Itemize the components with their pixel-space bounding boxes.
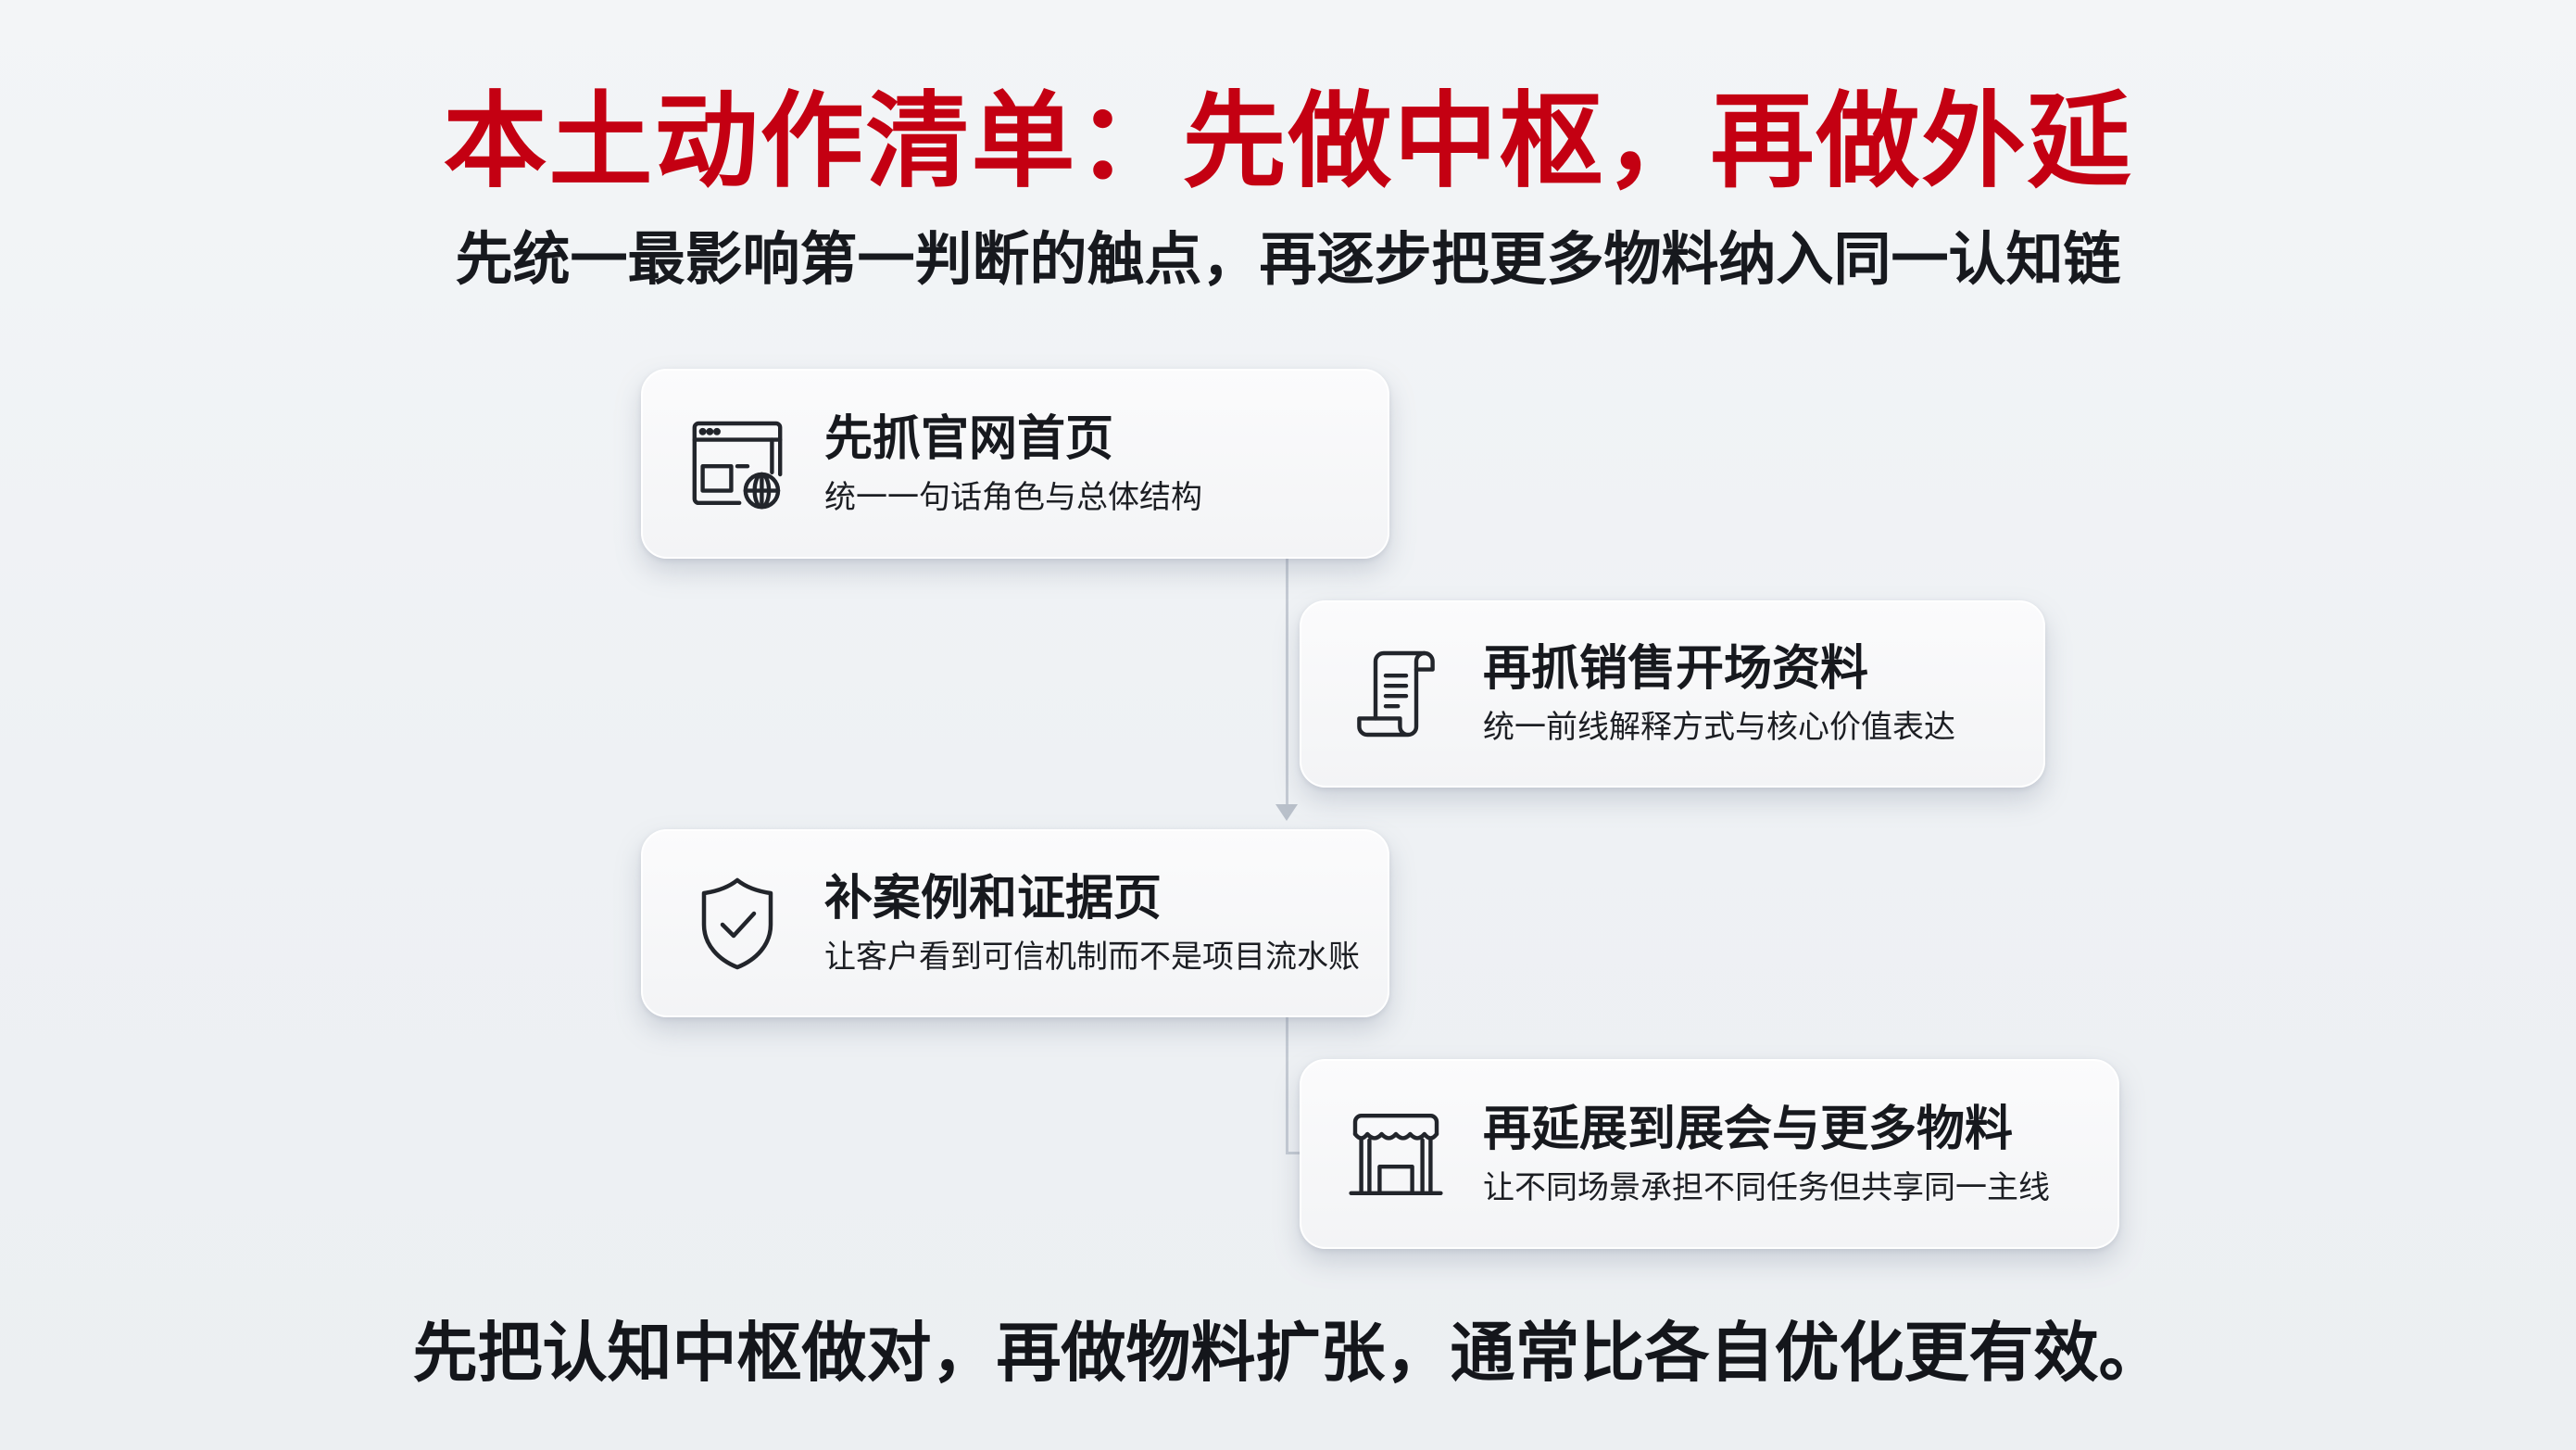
conclusion-text: 先把认知中枢做对，再做物料扩张，通常比各自优化更有效。 xyxy=(412,1315,2164,1391)
step-title: 再抓销售开场资料 xyxy=(1483,641,1869,697)
step-card-sales-opening: 再抓销售开场资料 统一前线解释方式与核心价值表达 xyxy=(1300,600,2045,788)
step-description: 让不同场景承担不同任务但共享同一主线 xyxy=(1483,1168,2050,1206)
step-description: 统一前线解释方式与核心价值表达 xyxy=(1483,709,1955,746)
browser-globe-icon xyxy=(682,409,793,520)
connector-arrow-down-icon xyxy=(1275,804,1298,821)
step-card-website-homepage: 先抓官网首页 统一一句话角色与总体结构 xyxy=(641,369,1389,559)
step-description: 让客户看到可信机制而不是项目流水账 xyxy=(824,938,1360,976)
step-card-exhibition-materials: 再延展到展会与更多物料 让不同场景承担不同任务但共享同一主线 xyxy=(1300,1059,2119,1249)
step-title: 再延展到展会与更多物料 xyxy=(1483,1101,2014,1157)
page-subtitle: 先统一最影响第一判断的触点，再逐步把更多物料纳入同一认知链 xyxy=(455,225,2121,293)
step-description: 统一一句话角色与总体结构 xyxy=(824,478,1202,516)
scroll-document-icon xyxy=(1340,638,1451,750)
storefront-booth-icon xyxy=(1340,1099,1451,1210)
step-card-case-evidence: 补案例和证据页 让客户看到可信机制而不是项目流水账 xyxy=(641,829,1389,1017)
page-title: 本土动作清单：先做中枢，再做外延 xyxy=(443,82,2133,202)
shield-check-icon xyxy=(682,868,793,979)
connector-line-1-to-3 xyxy=(1286,559,1288,807)
step-title: 先抓官网首页 xyxy=(824,410,1114,467)
connector-elbow-3-to-4 xyxy=(1286,1152,1302,1154)
step-title: 补案例和证据页 xyxy=(824,870,1162,927)
connector-line-3-to-4 xyxy=(1286,1017,1288,1154)
